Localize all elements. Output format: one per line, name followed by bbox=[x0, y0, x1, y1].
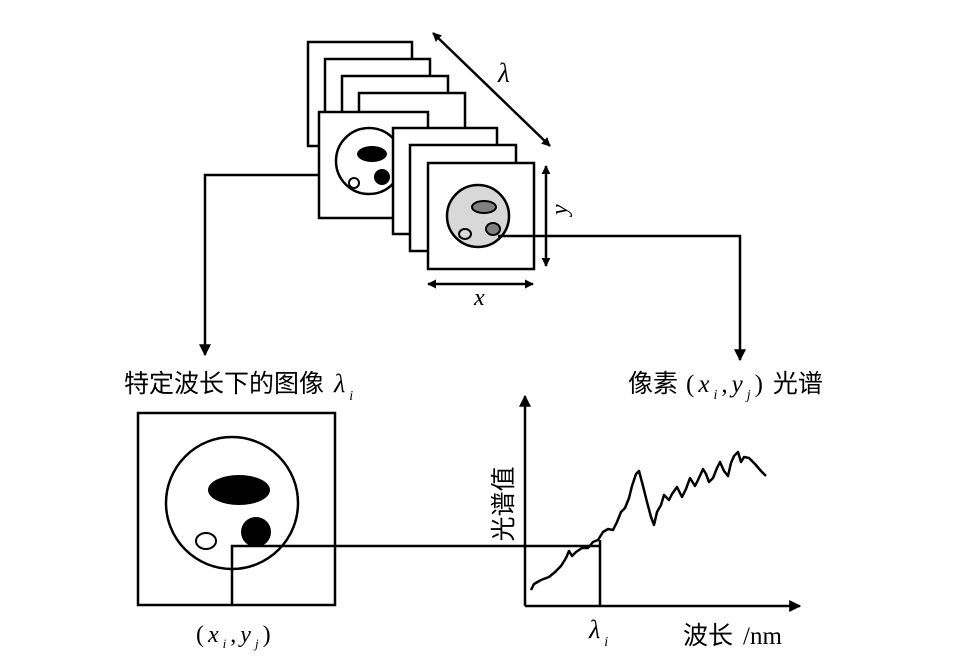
lambda-axis-label: λ bbox=[497, 58, 510, 88]
cell-outline-icon bbox=[445, 183, 511, 249]
hollow-dot-icon bbox=[348, 177, 360, 189]
dark-dot-icon bbox=[374, 169, 390, 185]
grey-small-dot-icon bbox=[458, 228, 472, 240]
grey-ellipse-icon bbox=[471, 200, 497, 214]
spectrum-curve bbox=[529, 450, 767, 591]
spectrum-x-label: 波长 /nm bbox=[683, 621, 782, 650]
hollow-dot-icon bbox=[195, 532, 217, 550]
image-title: 特定波长下的图像 λ i bbox=[124, 369, 353, 404]
spectrum-y-label: 光谱值 bbox=[489, 466, 518, 541]
lambda-arrow bbox=[432, 32, 551, 147]
image-title-text: 特定波长下的图像 bbox=[124, 369, 324, 398]
pixel-marker bbox=[230, 544, 601, 605]
dark-ellipse-icon bbox=[208, 475, 270, 505]
grey-dot-icon bbox=[485, 222, 501, 236]
lambda-i-tick-label: λ i bbox=[588, 615, 608, 650]
x-axis-label: x bbox=[473, 285, 485, 311]
dark-dot-icon bbox=[241, 517, 271, 547]
selected-band-blobs bbox=[334, 126, 404, 196]
front-band-blobs bbox=[445, 183, 511, 249]
dark-ellipse-icon bbox=[357, 146, 387, 162]
image-title-sub: i bbox=[349, 389, 353, 404]
y-axis-label: y bbox=[547, 204, 573, 217]
image-connector-arrow bbox=[199, 173, 319, 357]
spectrum-connector-arrow bbox=[498, 234, 746, 362]
pixel-coordinate-label: ( x i , y j ) bbox=[196, 622, 271, 652]
image-title-lambda: λ bbox=[333, 369, 345, 398]
spectrum-title: 像素 ( x i , y j ) 光谱 bbox=[628, 369, 823, 403]
